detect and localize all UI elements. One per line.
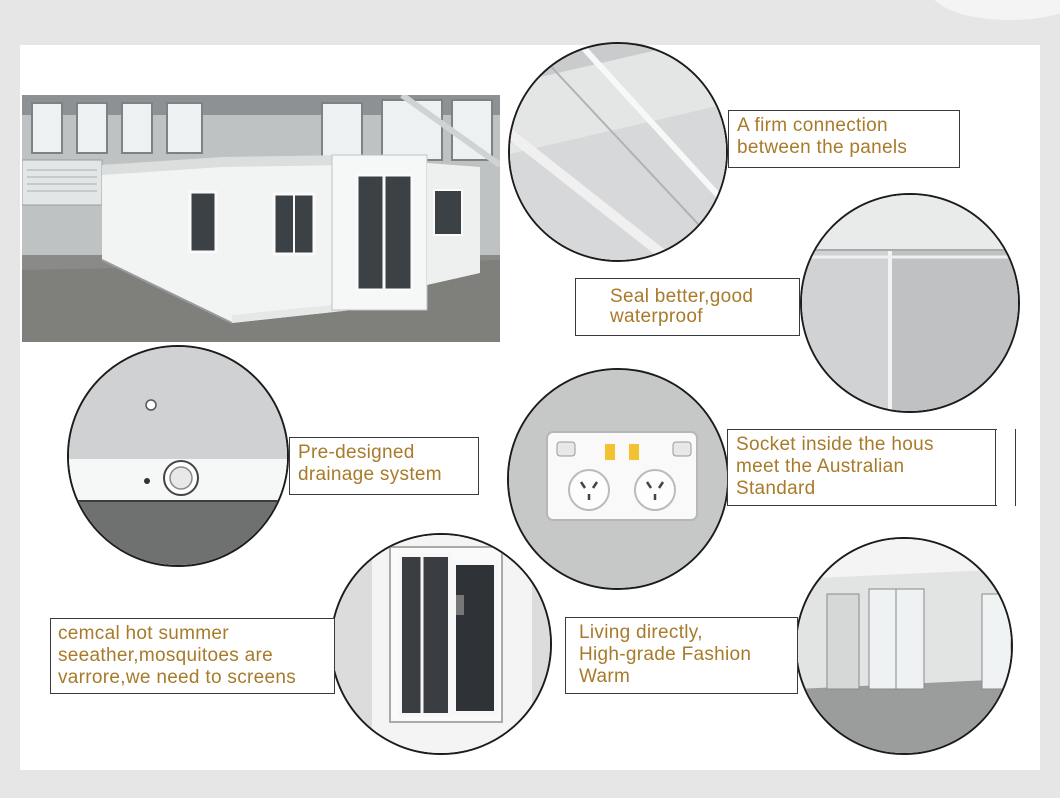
power-socket-detail-image <box>507 368 729 590</box>
living-interior-detail-image <box>795 537 1013 755</box>
callout-line: Pre-designed <box>298 442 415 463</box>
callout-line: seeather,mosquitoes are <box>58 645 273 666</box>
socket-callout: Socket inside the hous meet the Australi… <box>727 429 997 506</box>
callout-line: A firm connection <box>737 115 888 136</box>
callout-line: waterproof <box>610 306 703 327</box>
container-house-photo <box>22 95 500 342</box>
drainage-detail-image <box>67 345 289 567</box>
callout-line: Socket inside the hous <box>736 434 934 455</box>
panel-connection-callout: A firm connection between the panels <box>728 110 960 168</box>
callout-line: cemcal hot summer <box>58 623 229 644</box>
callout-line: between the panels <box>737 137 908 158</box>
callout-line: varrore,we need to screens <box>58 667 297 688</box>
callout-line: Living directly, <box>579 622 703 643</box>
callout-line: drainage system <box>298 464 442 485</box>
callout-line: meet the Australian <box>736 456 905 477</box>
seal-callout: Seal better,good waterproof <box>575 278 800 336</box>
seal-corner-detail-image <box>800 193 1020 413</box>
living-callout: Living directly, High-grade Fashion Warm <box>565 617 798 694</box>
callout-line: High-grade Fashion <box>579 644 752 665</box>
callout-line: Standard <box>736 478 816 499</box>
drainage-callout: Pre-designed drainage system <box>289 437 479 495</box>
socket-callout-edge <box>995 429 996 506</box>
socket-callout-edge <box>1015 429 1016 506</box>
corner-decoration <box>930 0 1060 20</box>
panel-connection-detail-image <box>508 42 728 262</box>
callout-line: Seal better,good <box>610 286 754 307</box>
window-screen-detail-image <box>330 533 552 755</box>
callout-line: Warm <box>579 666 631 687</box>
screens-callout: cemcal hot summer seeather,mosquitoes ar… <box>50 618 335 694</box>
